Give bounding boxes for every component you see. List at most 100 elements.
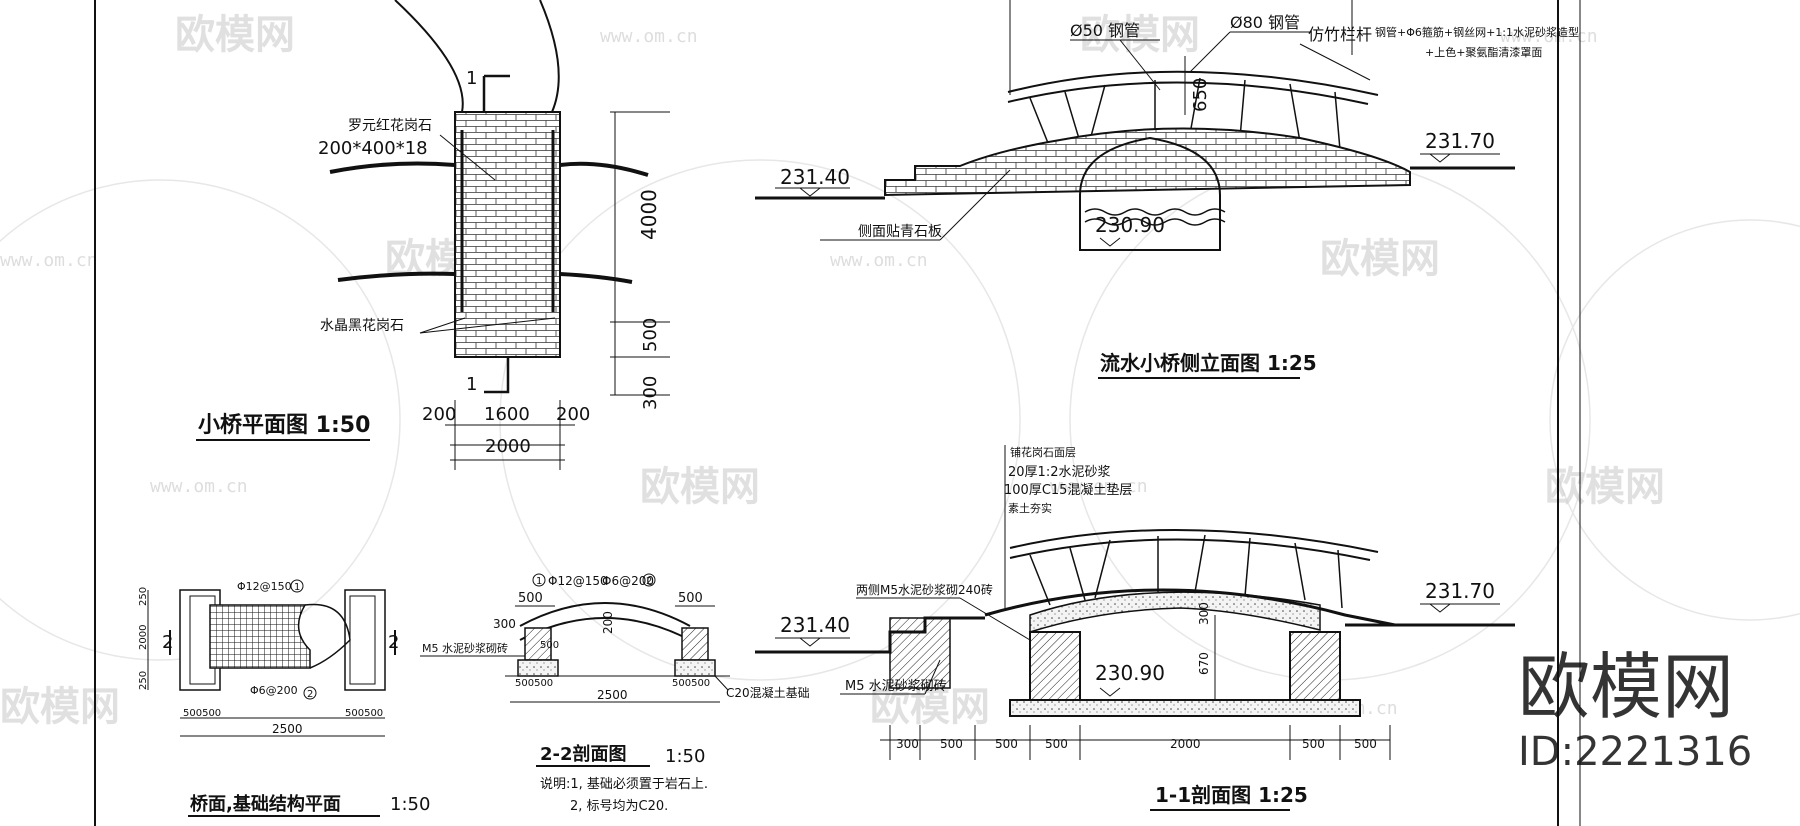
- foundation-dim-left: 500500: [183, 708, 221, 719]
- section-1-1-abutment-left: [889, 617, 951, 689]
- section-2-2-ref-2: 2: [646, 576, 652, 587]
- elevation-level-left: 231.40: [780, 165, 850, 189]
- elevation-level-water: 230.90: [1095, 213, 1165, 237]
- foundation-plan-view: Φ12@150 1 Φ6@200 2 250 2000 250 2 2 5005…: [138, 579, 430, 817]
- section-2-2-dim-500-right: 500: [678, 591, 703, 606]
- section-1-1-dim: 500: [940, 737, 963, 751]
- notes-line-2: 2, 标号均为C20.: [570, 799, 668, 814]
- elevation-label-pipe50: Ø50 钢管: [1070, 21, 1140, 40]
- section-1-1-dim: 500: [1302, 737, 1325, 751]
- watermark-url: www.om.cn: [600, 26, 698, 47]
- elevation-label-pipe80: Ø80 钢管: [1230, 13, 1300, 32]
- section-1-1-right-pier: [1289, 631, 1341, 703]
- elevation-view: 231.40 231.70 230.90 侧面贴青石板 Ø50 钢管 Ø80 钢…: [755, 0, 1579, 379]
- section-2-2-title: 2-2剖面图: [540, 743, 627, 765]
- watermark-url: www.om.cn: [1500, 26, 1598, 47]
- notes-line-1: 说明:1, 基础必须置于岩石上.: [540, 777, 708, 792]
- section-1-1-layer-3: 100厚C15混凝土垫层: [1004, 482, 1132, 498]
- section-2-2-dim-500-left: 500: [518, 591, 543, 606]
- section-1-1-dim: 300: [896, 737, 919, 751]
- section-1-1-title: 1-1剖面图 1:25: [1155, 783, 1308, 807]
- watermark-brand: 欧模网: [0, 684, 120, 730]
- section-2-2-dim-2500: 2500: [597, 688, 628, 702]
- plan-dim-1600: 1600: [484, 404, 530, 425]
- watermark-url: www.om.cn: [0, 250, 98, 271]
- watermark-brand: 欧模网: [640, 464, 760, 510]
- plan-label-red-granite-size: 200*400*18: [318, 138, 428, 159]
- brand-watermark: 欧模网 ID:2221316: [1518, 645, 1752, 775]
- elevation-label-spec-1: 钢管+Φ6箍筋+钢丝网+1:1水泥砂浆造型: [1375, 25, 1579, 39]
- plan-label-red-granite: 罗元红花岗石: [348, 118, 432, 134]
- foundation-ref-2: 2: [307, 689, 313, 700]
- elevation-masonry: [884, 127, 1411, 197]
- section-1-1-level-right: 231.70: [1425, 579, 1495, 603]
- foundation-scale: 1:50: [390, 794, 430, 815]
- section-1-1-label-m5: M5 水泥砂浆砌砖: [845, 679, 947, 694]
- watermark-url: www.om.cn: [1050, 476, 1148, 497]
- section-1-1-dim-670: 670: [1197, 652, 1211, 675]
- section-1-1-dim: 500: [1045, 737, 1068, 751]
- section-2-2-scale: 1:50: [665, 746, 705, 767]
- plan-dim-300: 300: [640, 376, 661, 410]
- section-1-1-dim: 500: [995, 737, 1018, 751]
- section-1-1-left-pier: [1029, 631, 1081, 703]
- plan-dim-4000: 4000: [637, 189, 661, 240]
- foundation-dim-2000: 2000: [138, 625, 149, 650]
- plan-dim-500: 500: [640, 318, 661, 352]
- plan-section-mark-bottom: 1: [466, 374, 477, 395]
- elevation-title: 流水小桥侧立面图 1:25: [1100, 351, 1317, 375]
- section-1-1-layer-1: 铺花岗石面层: [1010, 446, 1076, 459]
- section-2-2-label-m5: M5 水泥砂浆砌砖: [422, 641, 508, 655]
- section-1-1-arch-fill: [1029, 591, 1321, 634]
- plan-dim-2000: 2000: [485, 436, 531, 457]
- foundation-rebar-mesh: [209, 604, 311, 669]
- section-1-1-view: 231.40 231.70 230.90 铺花岗石面层 20厚1:2水泥砂浆 1…: [755, 445, 1515, 811]
- foundation-dim-250-bottom: 250: [138, 671, 149, 690]
- section-1-1-dim: 500: [1354, 737, 1377, 751]
- foundation-rebar-1: Φ12@150: [237, 580, 292, 593]
- plan-view: 1 1 罗元红花岗石 200*400*18 水晶黑花岗石 4000 500 30…: [196, 0, 670, 470]
- watermark-url: www.om.cn: [150, 476, 248, 497]
- foundation-title: 桥面,基础结构平面: [190, 793, 341, 815]
- section-1-1-level-left: 231.40: [780, 613, 850, 637]
- section-2-2-dim-200: 200: [601, 611, 615, 634]
- plan-section-mark-top: 1: [466, 68, 477, 89]
- watermark-brand: 欧模网: [870, 684, 990, 730]
- watermark-brand: 欧模网: [175, 12, 295, 58]
- elevation-level-right: 231.70: [1425, 129, 1495, 153]
- elevation-label-side-stone: 侧面贴青石板: [858, 224, 942, 240]
- foundation-cut-mark-right: 2: [388, 632, 399, 653]
- brand-watermark-id: ID:2221316: [1518, 729, 1752, 775]
- section-1-1-footing: [1009, 699, 1361, 717]
- plan-label-black-granite: 水晶黑花岗石: [320, 318, 404, 334]
- elevation-label-spec-2: +上色+聚氨酯清漆罩面: [1425, 45, 1542, 59]
- section-2-2-dim-300: 300: [493, 617, 516, 631]
- section-1-1-dim-300v: 300: [1197, 602, 1211, 625]
- elevation-label-bamboo: 仿竹栏杆: [1308, 25, 1372, 44]
- foundation-ref-1: 1: [294, 582, 300, 593]
- elevation-dim-650: 650: [1190, 78, 1211, 112]
- section-1-1-level-water: 230.90: [1095, 661, 1165, 685]
- section-1-1-label-brick: 两侧M5水泥砂浆砌240砖: [856, 582, 993, 597]
- brand-watermark-text: 欧模网: [1518, 645, 1734, 729]
- section-1-1-layer-4: 素土夯实: [1008, 501, 1052, 515]
- watermark-url: www.om.cn: [830, 250, 928, 271]
- section-2-2-dim-base-right: 500500: [672, 678, 710, 689]
- watermark-brand: 欧模网: [1080, 12, 1200, 58]
- section-1-1-dim: 2000: [1170, 737, 1201, 751]
- watermark-brand: 欧模网: [1545, 464, 1665, 510]
- plan-bridge-deck: [454, 111, 561, 358]
- section-2-2-ref-1: 1: [536, 576, 542, 587]
- section-2-2-rebar-2: Φ6@200: [602, 574, 654, 588]
- foundation-cut-mark-left: 2: [162, 632, 173, 653]
- plan-title: 小桥平面图 1:50: [198, 412, 370, 438]
- plan-dim-200-left: 200: [422, 404, 456, 425]
- section-2-2-rebar-1: Φ12@150: [548, 574, 608, 588]
- section-2-2-dim-base-left: 500500: [515, 678, 553, 689]
- foundation-dim-250-top: 250: [138, 587, 149, 606]
- foundation-dim-2500: 2500: [272, 722, 303, 736]
- section-2-2-dim-500-inner: 500: [540, 640, 559, 651]
- watermark-brand: 欧模网: [1320, 236, 1440, 282]
- section-2-2-view: 1 Φ12@150 Φ6@200 2 500 500 300 200 500 M…: [420, 573, 810, 814]
